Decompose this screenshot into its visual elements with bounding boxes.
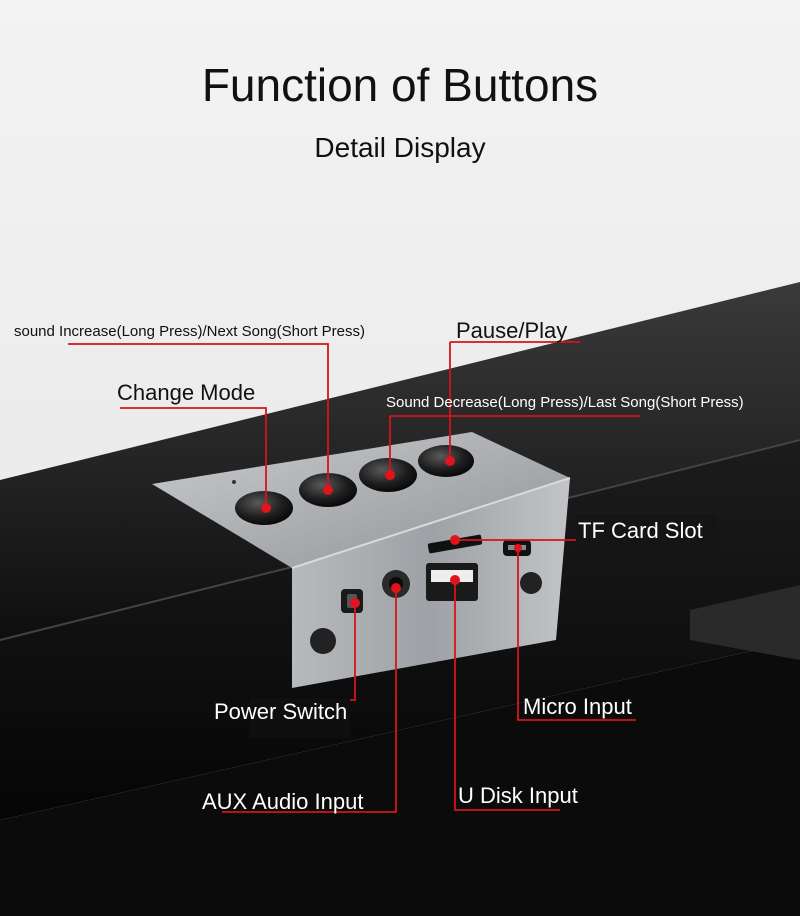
label-power-switch: Power Switch [214,699,348,724]
label-volume-up-next: sound Increase(Long Press)/Next Song(Sho… [14,323,365,340]
power-label-bg [250,698,350,738]
label-pause-play: Pause/Play [456,318,568,343]
marker-dots [261,456,522,608]
label-micro-input: Micro Input [523,694,632,719]
label-change-mode: Change Mode [117,380,256,405]
label-aux-audio-input: AUX Audio Input [202,789,364,814]
label-tf-card-slot: TF Card Slot [578,518,703,543]
tf-label-bg [576,514,718,548]
label-volume-down-last: Sound Decrease(Long Press)/Last Song(Sho… [386,394,744,411]
leader-lines [68,341,640,813]
page-title: Function of Buttons [201,59,599,111]
label-u-disk-input: U Disk Input [458,783,578,808]
screw-hole-right [520,572,542,594]
page-subtitle: Detail Display [314,132,486,163]
screw-hole-left [310,628,336,654]
